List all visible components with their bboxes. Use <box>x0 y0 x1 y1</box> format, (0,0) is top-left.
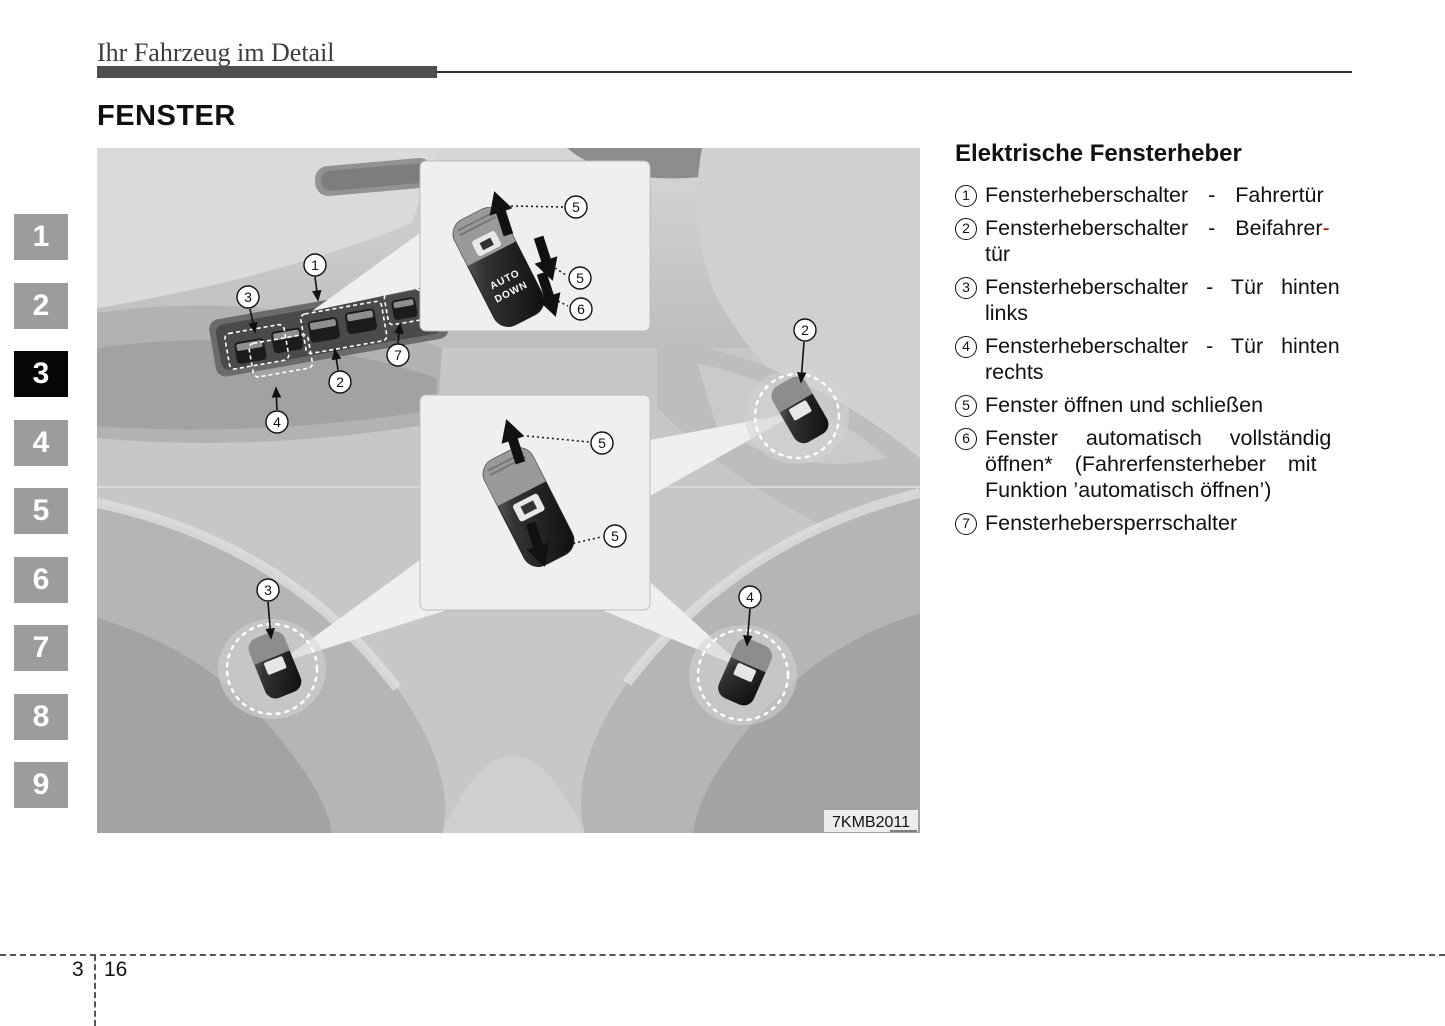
auto-down-switch-illustration: AUTO DOWN <box>452 207 545 327</box>
legend-line: Fensterheberschalter - Tür hinten <box>985 334 1340 358</box>
callout-3-badge-rear-left: 3 <box>256 578 280 640</box>
callout-2-badge: 2 <box>328 348 352 394</box>
svg-text:2: 2 <box>336 374 344 390</box>
up-arrow-icon <box>489 191 514 237</box>
chapter-tab-4: 4 <box>14 419 68 466</box>
legend-line: Fensterheberschalter - Fahrertür <box>985 183 1324 207</box>
legend-line: Fensterheberschalter - Tür hinten <box>985 275 1340 299</box>
chapter-tab-5: 5 <box>14 488 68 534</box>
down-arrow-icon <box>525 521 550 567</box>
callout-5-badge: 5 <box>564 195 588 219</box>
svg-text:2: 2 <box>801 322 809 338</box>
callout-1-badge: 1 <box>303 253 327 302</box>
svg-text:4: 4 <box>746 589 754 605</box>
figure-code: 7KMB2011 <box>824 810 918 832</box>
legend-line: Fensterheberschalter - Beifahrer- <box>985 216 1330 240</box>
window-icon <box>789 400 812 421</box>
circled-number-5: 5 <box>955 395 977 417</box>
circled-number-2: 2 <box>955 218 977 240</box>
legend-item-7: 7 Fensterhebersperrschalter <box>955 510 1355 536</box>
callout-2-badge-passenger: 2 <box>793 318 817 384</box>
legend-line: Fenster öffnen und schließen <box>985 393 1264 417</box>
legend-item-2: 2 Fensterheberschalter - Beifahrer- tür <box>955 215 1355 267</box>
svg-text:7KMB2011: 7KMB2011 <box>832 814 910 831</box>
callout-5-badge: 5 <box>568 266 592 290</box>
driver-switch-panel <box>209 281 449 378</box>
red-hyphen: - <box>1322 216 1330 240</box>
legend-line: Fenster automatisch vollständig <box>985 426 1332 450</box>
callout-box-middle: 5 5 <box>419 394 651 611</box>
rear-right-switch <box>689 625 797 725</box>
legend-item-5: 5 Fenster öffnen und schließen <box>955 392 1355 418</box>
chapter-tab-6: 6 <box>14 556 68 603</box>
svg-text:5: 5 <box>572 199 580 215</box>
chapter-tab-7: 7 <box>14 625 68 671</box>
circled-number-3: 3 <box>955 277 977 299</box>
section-title: FENSTER <box>97 100 236 132</box>
svg-text:5: 5 <box>576 270 584 286</box>
svg-text:3: 3 <box>264 582 272 598</box>
chapter-tab-3-active: 3 <box>14 351 68 397</box>
circled-number-4: 4 <box>955 336 977 358</box>
callout-5-badge: 5 <box>590 431 614 455</box>
footer-vertical-divider <box>94 955 96 1026</box>
svg-text:4: 4 <box>273 414 281 430</box>
down-arrow-icon <box>533 235 558 281</box>
callout-7-badge: 7 <box>386 322 410 367</box>
legend-line: Funktion ’automatisch öffnen’) <box>985 478 1272 502</box>
figure-window-switches: AUTO DOWN 5 5 <box>95 148 922 833</box>
callout-3-badge: 3 <box>236 285 260 334</box>
header-rule-line <box>97 71 1352 73</box>
circled-number-7: 7 <box>955 513 977 535</box>
up-arrow-icon <box>501 419 526 465</box>
footer-chapter-number: 3 <box>72 958 84 981</box>
svg-text:5: 5 <box>598 435 606 451</box>
header-rule-bar <box>97 66 437 78</box>
footer-divider <box>0 954 1445 956</box>
chapter-tabs: 1 2 3 4 5 6 7 8 9 <box>14 214 68 808</box>
legend-line: Fensterhebersperrschalter <box>985 511 1238 535</box>
window-icon <box>264 656 287 675</box>
callout-6-badge: 6 <box>569 297 593 321</box>
footer-page-number: 16 <box>104 958 128 981</box>
legend-item-4: 4 Fensterheberschalter - Tür hinten rech… <box>955 333 1355 385</box>
legend-line: rechts <box>985 360 1044 384</box>
callout-5-badge: 5 <box>603 524 627 548</box>
window-icon <box>733 663 756 682</box>
svg-text:7: 7 <box>394 347 402 363</box>
figure-photo: AUTO DOWN 5 5 <box>95 148 922 833</box>
svg-text:3: 3 <box>244 289 252 305</box>
svg-text:6: 6 <box>577 301 585 317</box>
legend-item-1: 1 Fensterheberschalter - Fahrertür <box>955 182 1355 208</box>
rear-left-switch <box>218 619 326 719</box>
legend-line: öffnen* (Fahrerfensterheber mit <box>985 452 1317 476</box>
passenger-door-switch <box>745 368 849 464</box>
svg-text:5: 5 <box>611 528 619 544</box>
legend-heading: Elektrische Fensterheber <box>955 140 1242 167</box>
chapter-tab-8: 8 <box>14 693 68 740</box>
circled-number-6: 6 <box>955 428 977 450</box>
callout-4-badge: 4 <box>265 386 289 434</box>
legend-line: links <box>985 301 1029 325</box>
legend-item-6: 6 Fenster automatisch vollständig öffnen… <box>955 425 1355 503</box>
callout-4-badge-rear-right: 4 <box>738 585 762 647</box>
chapter-tab-1: 1 <box>14 214 68 260</box>
legend-item-3: 3 Fensterheberschalter - Tür hinten link… <box>955 274 1355 326</box>
chapter-tab-9: 9 <box>14 762 68 808</box>
circled-number-1: 1 <box>955 185 977 207</box>
legend: Elektrische Fensterheber 1 Fensterhebers… <box>955 140 1355 543</box>
chapter-tab-2: 2 <box>14 282 68 329</box>
callout-box-top: AUTO DOWN 5 5 <box>419 160 651 332</box>
down-arrow-icon <box>536 271 561 317</box>
legend-line: tür <box>985 242 1011 266</box>
svg-text:1: 1 <box>311 257 319 273</box>
breadcrumb: Ihr Fahrzeug im Detail <box>97 38 335 67</box>
